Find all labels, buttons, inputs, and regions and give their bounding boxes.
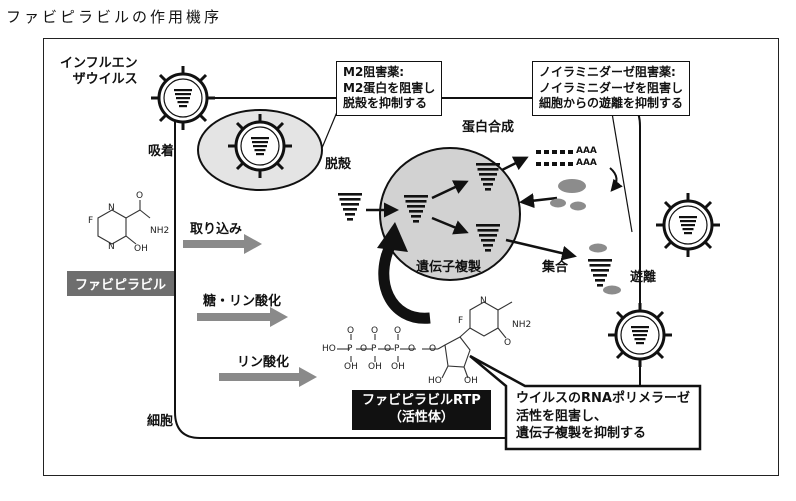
uptake-label: 取り込み [190,222,243,237]
cell-label: 細胞 [147,414,174,429]
favipiravir-rtp-tag: ファビピラビルRTP （活性体） [352,390,491,430]
callout-m2-leader [321,111,338,149]
phosphorylation-label: リン酸化 [237,355,290,370]
callout-na-leader [611,112,633,233]
chem-atom-label: N [108,203,115,213]
chem-atom-label: N [480,296,487,306]
arrow-to-mrna [501,156,529,172]
chem-atom-label: O [408,344,416,354]
chem-atom-label: NH2 [150,226,170,236]
influenza-virus-icon [151,66,215,130]
chem-atom-label: HO [322,344,336,354]
arrow-protein-to-nucleus [519,193,558,209]
polymerase-callout: ウイルスのRNAポリメラーゼ 活性を阻害し、 遺伝子複製を抑制する [516,391,690,442]
neuraminidase-inhibitor-callout: ノイラミニダーゼ阻害薬: ノイラミニダーゼを阻害し 細胞からの遊離を抑制する [532,61,691,116]
uncoating-label: 脱殻 [325,157,352,172]
chem-atom-label: F [458,316,464,326]
arrow-replication-b [431,216,469,235]
chem-atom-label: OH [464,376,478,386]
chem-atom-label: HO [428,376,442,386]
figure-title: ファビピラビルの作用機序 [6,8,223,26]
chem-atom-label: F [88,216,94,226]
sugar-phosphorylation-label: 糖・リン酸化 [203,294,282,309]
chem-atom-label: O [360,344,368,354]
nucleus [379,147,521,281]
arrow-replication-a [431,180,469,200]
chem-atom-label: P [371,344,377,354]
arrow-to-assembly [505,238,577,261]
chem-atom-label: P [394,344,400,354]
chem-atom-label: P [347,344,353,354]
favipiravir-structure [97,200,151,245]
chem-atom-label: OH [134,244,148,254]
chem-atom-label: O [384,344,392,354]
mrna-strands [536,150,573,166]
chem-atom-label: O [504,338,512,348]
polymerase-callout-box [469,354,702,451]
endocytosed-virus-icon [228,114,292,178]
figure-frame [43,38,779,476]
chem-atom-label: O [429,344,437,354]
assembling-genome-icon [588,259,612,287]
m2-inhibitor-callout: M2阻害薬: M2蛋白を阻害し 脱殻を抑制する [336,61,443,116]
chem-atom-label: NH2 [512,320,532,330]
mrna-tail-label: AAA [576,158,597,168]
inhibition-arrow [378,239,431,324]
rtp-structure [337,301,513,379]
chem-atom-label: OH [368,362,382,372]
gray-arrows [183,234,317,387]
arrow-mrna-to-protein [609,167,623,192]
chem-atom-label: O [394,326,402,336]
influenza-virus-label: インフルエン ザウイルス [60,56,138,88]
chem-atom-label: OH [344,362,358,372]
chem-atom-label: O [371,326,379,336]
protein-synthesis-label: 蛋白合成 [462,120,515,135]
release-label: 遊離 [630,270,657,285]
uncoated-genome-icon [338,193,362,221]
budding-virus-icon [608,303,672,367]
assembly-label: 集合 [542,260,569,275]
genome-replication-label: 遺伝子複製 [416,260,482,275]
released-virus-icon [656,193,720,257]
adsorption-label: 吸着 [148,144,175,159]
viral-proteins [550,179,621,295]
chem-atom-label: N [108,242,115,252]
mrna-tail-label: AAA [576,146,597,156]
chem-atom-label: O [347,326,355,336]
chem-atom-label: O [136,191,144,201]
chem-atom-label: OH [391,362,405,372]
favipiravir-tag: ファビピラビル [67,271,175,296]
